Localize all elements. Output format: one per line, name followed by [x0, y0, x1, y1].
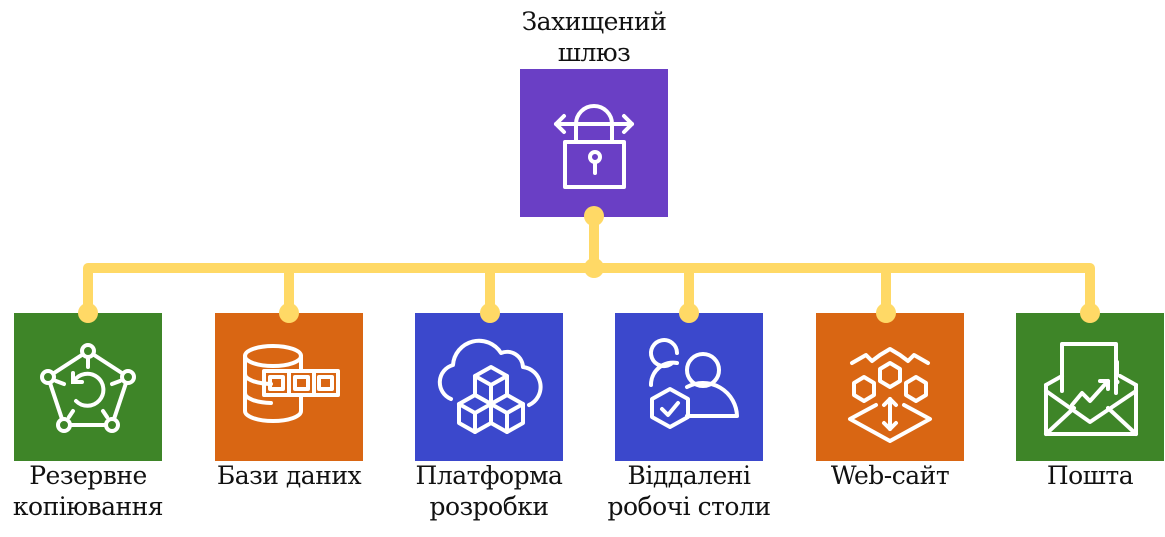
dev-platform-label: Платформа розробки: [389, 460, 589, 522]
database-chain-icon: [215, 313, 363, 461]
root-label-line2: шлюз: [557, 38, 631, 67]
website-label-line1: Web-сайт: [830, 461, 950, 490]
mail-node[interactable]: [1016, 313, 1164, 461]
mail-label: Пошта: [990, 460, 1165, 491]
backup-label-line1: Резервне: [29, 461, 147, 490]
users-shield-icon: [615, 313, 763, 461]
databases-node[interactable]: [215, 313, 363, 461]
mail-label-line1: Пошта: [1046, 461, 1134, 490]
secure-gateway-node[interactable]: [520, 69, 668, 217]
remote-desktops-label: Віддалені робочі столи: [589, 460, 789, 522]
hexagon-network-icon: [816, 313, 964, 461]
envelope-chart-icon: [1016, 313, 1164, 461]
remote-desktops-label-line2: робочі столи: [607, 492, 771, 521]
backup-node[interactable]: [14, 313, 162, 461]
backup-label: Резервне копіювання: [0, 460, 188, 522]
remote-desktops-label-line1: Віддалені: [627, 461, 751, 490]
bus-line: [83, 263, 1095, 318]
remote-desktops-node[interactable]: [615, 313, 763, 461]
root-label-line1: Захищений: [521, 7, 667, 36]
padlock-with-bidirectional-arrow-icon: [520, 69, 668, 217]
website-node[interactable]: [816, 313, 964, 461]
website-label: Web-сайт: [790, 460, 990, 491]
databases-label: Бази даних: [189, 460, 389, 491]
backup-pentagon-icon: [14, 313, 162, 461]
cloud-cubes-icon: [415, 313, 563, 461]
backup-label-line2: копіювання: [12, 492, 164, 521]
dev-platform-label-line1: Платформа: [415, 461, 563, 490]
root-label: Захищений шлюз: [494, 6, 694, 68]
databases-label-line1: Бази даних: [216, 461, 362, 490]
dev-platform-label-line2: розробки: [429, 492, 549, 521]
junction-dot: [584, 258, 604, 278]
dev-platform-node[interactable]: [415, 313, 563, 461]
